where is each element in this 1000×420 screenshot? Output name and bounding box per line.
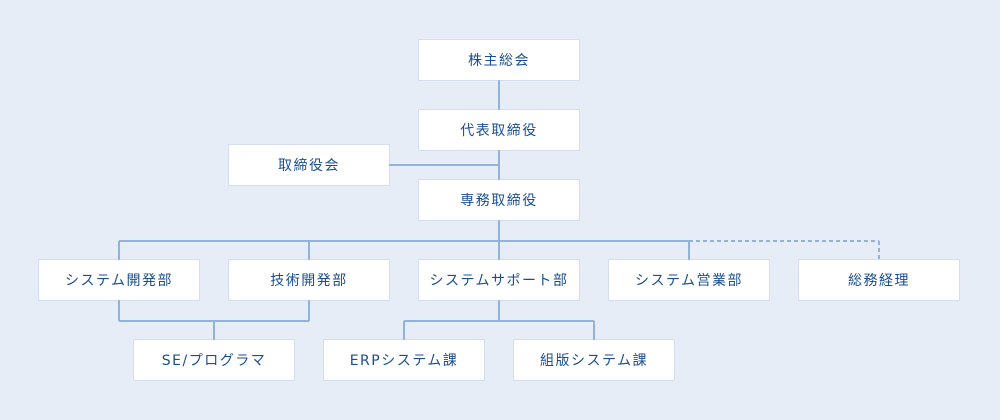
node-shareholders-meeting: 株主総会 — [419, 40, 579, 80]
node-board-of-directors: 取締役会 — [229, 145, 389, 185]
node-system-sales-dept: システム営業部 — [609, 260, 769, 300]
node-representative-director: 代表取締役 — [419, 110, 579, 150]
node-technology-development-dept: 技術開発部 — [229, 260, 389, 300]
node-erp-system-section: ERPシステム課 — [324, 340, 484, 380]
node-system-development-dept: システム開発部 — [39, 260, 199, 300]
node-managing-director: 専務取締役 — [419, 180, 579, 220]
node-typesetting-system-section: 組版システム課 — [514, 340, 674, 380]
node-general-affairs-accounting: 総務経理 — [799, 260, 959, 300]
node-se-programmer: SE/プログラマ — [134, 340, 294, 380]
node-system-support-dept: システムサポート部 — [419, 260, 579, 300]
